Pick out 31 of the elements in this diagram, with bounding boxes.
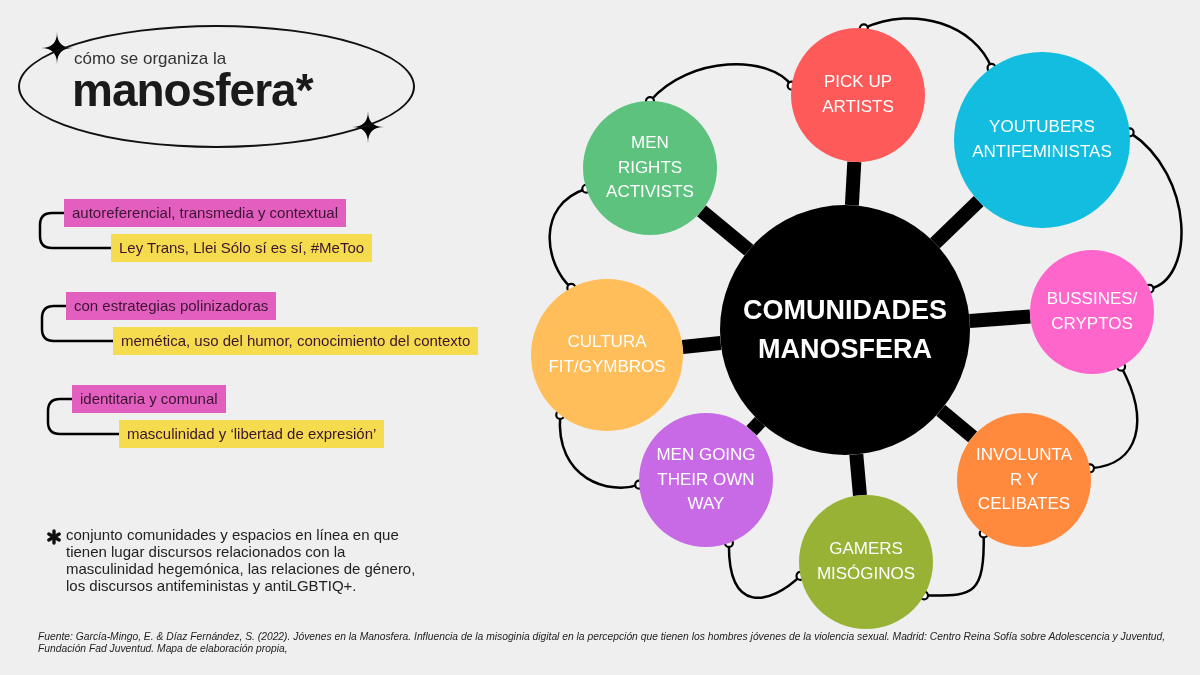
community-circle: YOUTUBERS ANTIFEMINISTAS bbox=[954, 52, 1130, 228]
spoke-line bbox=[930, 196, 984, 249]
spoke-line bbox=[681, 336, 722, 355]
bracket-connector bbox=[40, 304, 113, 343]
title-kicker: cómo se organiza la bbox=[74, 49, 227, 69]
community-circle: MEN RIGHTS ACTIVISTS bbox=[583, 101, 717, 235]
source-caption: Fuente: García-Mingo, E. & Díaz Fernández, S. (2022). Jóvenes en la Manosfera. Influencia de la misoginia digital en la percepción que tienen los hombres jóvenes de la violencia sexual. Madrid: Centro Reina Sofía sobre Adolescencia y Juventud, Fundación Fad Juventud. Mapa de elaboración propia, bbox=[38, 631, 1167, 655]
highlight-tag: memética, uso del humor, conocimiento del contexto bbox=[113, 327, 479, 355]
title-ellipse bbox=[18, 25, 415, 148]
bracket-connector bbox=[46, 397, 119, 436]
spoke-line bbox=[969, 309, 1031, 328]
highlight-tag: Ley Trans, Llei Sólo sí es sí, #MeToo bbox=[111, 234, 373, 262]
highlight-tag: con estrategias polinizadoras bbox=[66, 292, 277, 320]
community-circle: GAMERS MISÓGINOS bbox=[799, 495, 933, 629]
spoke-line bbox=[697, 205, 754, 256]
bracket-connector bbox=[38, 211, 111, 250]
highlight-tag: identitaria y comunal bbox=[72, 385, 226, 413]
spoke-line bbox=[844, 161, 862, 206]
community-circle: CULTURA FIT/GYMBROS bbox=[531, 279, 683, 431]
footnote-text: conjunto comunidades y espacios en línea en que tienen lugar discursos relacionados con la masculinidad hegemónica, las relaciones de género, los discursos antifeministas y antiLGBTIQ+. bbox=[66, 526, 417, 594]
spoke-line bbox=[746, 416, 766, 436]
community-circle: BUSSINES/ CRYPTOS bbox=[1030, 250, 1154, 374]
spoke-line bbox=[936, 404, 978, 443]
curved-connector bbox=[858, 17, 997, 73]
community-circle: PICK UP ARTISTS bbox=[791, 28, 925, 162]
highlight-tag: masculinidad y ‘libertad de expresión’ bbox=[119, 420, 385, 448]
title-heading: manosfera* bbox=[72, 67, 313, 113]
spoke-line bbox=[849, 453, 867, 496]
community-circle: INVOLUNTAR Y CELIBATES bbox=[957, 413, 1091, 547]
highlight-tag: autoreferencial, transmedia y contextual bbox=[64, 199, 346, 227]
community-circle: MEN GOING THEIR OWN WAY bbox=[639, 413, 773, 547]
